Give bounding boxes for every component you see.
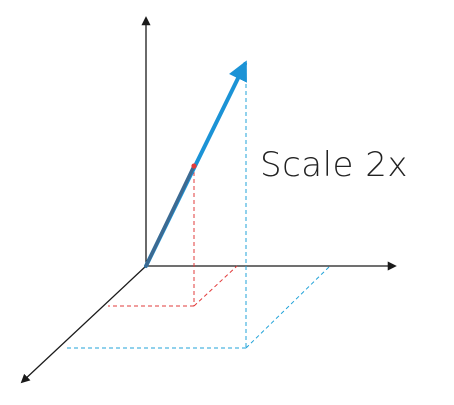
original-vector-tip bbox=[191, 163, 197, 169]
original-projection-lines bbox=[108, 165, 238, 307]
scale-label: Scale 2x bbox=[260, 145, 409, 185]
y-axis bbox=[20, 265, 147, 384]
original-vector bbox=[144, 164, 196, 268]
scaled-projection-lines bbox=[67, 63, 331, 349]
